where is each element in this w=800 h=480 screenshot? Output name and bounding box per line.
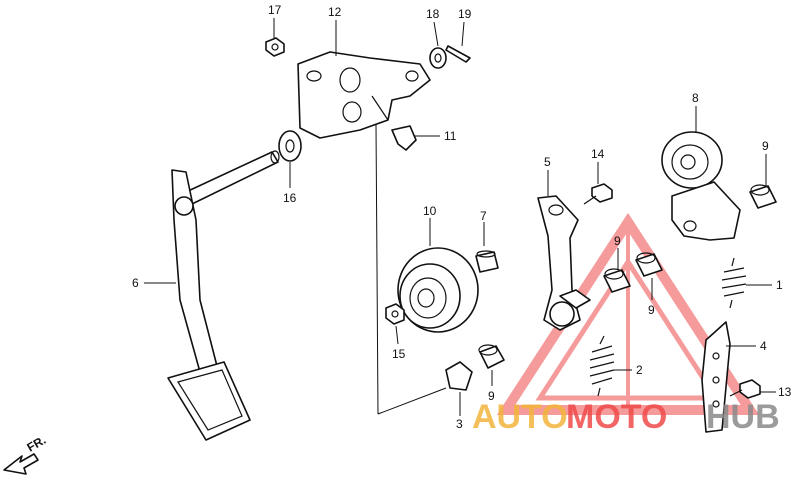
- part-washer-16: [278, 130, 302, 162]
- leader-lines: [144, 18, 776, 416]
- part-spring-2: [589, 335, 615, 397]
- front-direction-marker: FR.: [3, 433, 49, 475]
- label-3: 3: [456, 417, 463, 431]
- part-bushing-9c: [635, 252, 663, 277]
- part-spring-1: [721, 257, 747, 309]
- label-17: 17: [268, 3, 282, 17]
- watermark-hub: HUB: [706, 398, 780, 436]
- label-4: 4: [760, 339, 767, 353]
- part-washer-18: [429, 47, 447, 69]
- label-9a: 9: [488, 389, 495, 403]
- part-tensioner-8: [661, 131, 741, 241]
- part-labels: 17 12 18 19 11 16 6 10 7 15 9 3 5 14 9 9…: [132, 3, 792, 431]
- label-9c: 9: [648, 303, 655, 317]
- part-arm-5: [537, 195, 591, 331]
- part-pulley-10: [397, 247, 479, 333]
- part-nut-17: [265, 37, 285, 57]
- label-7: 7: [480, 209, 487, 223]
- part-nut-15: [385, 303, 405, 325]
- front-direction-label: FR.: [25, 433, 49, 455]
- part-bolt-14: [583, 183, 613, 205]
- label-15: 15: [392, 347, 406, 361]
- part-clip-3: [445, 361, 473, 391]
- watermark-text: AUTO MOTO HUB: [472, 398, 780, 436]
- part-bushing-9d: [749, 184, 777, 209]
- label-2: 2: [636, 363, 643, 377]
- label-13: 13: [778, 385, 792, 399]
- label-19: 19: [458, 7, 472, 21]
- label-9d: 9: [762, 139, 769, 153]
- label-12: 12: [328, 5, 342, 19]
- part-bushing-9a: [478, 344, 505, 369]
- part-pedal-6: [167, 150, 280, 441]
- part-bracket-12: [297, 51, 431, 139]
- label-11: 11: [444, 129, 457, 143]
- label-5: 5: [544, 155, 551, 169]
- part-clip-11: [391, 125, 417, 151]
- label-18: 18: [426, 7, 440, 21]
- part-collar-7: [475, 250, 499, 273]
- part-bolt-13: [729, 379, 761, 399]
- label-16: 16: [283, 191, 297, 205]
- label-8: 8: [692, 91, 699, 105]
- part-plate-4: [701, 321, 731, 433]
- label-1: 1: [776, 278, 783, 292]
- label-10: 10: [423, 204, 437, 218]
- part-bushing-9b: [603, 268, 631, 293]
- label-14: 14: [591, 147, 605, 161]
- label-6: 6: [132, 276, 139, 290]
- label-9b: 9: [614, 234, 621, 248]
- watermark-moto: MOTO: [566, 398, 667, 436]
- part-pin-19: [445, 45, 471, 63]
- watermark-auto: AUTO: [472, 398, 568, 436]
